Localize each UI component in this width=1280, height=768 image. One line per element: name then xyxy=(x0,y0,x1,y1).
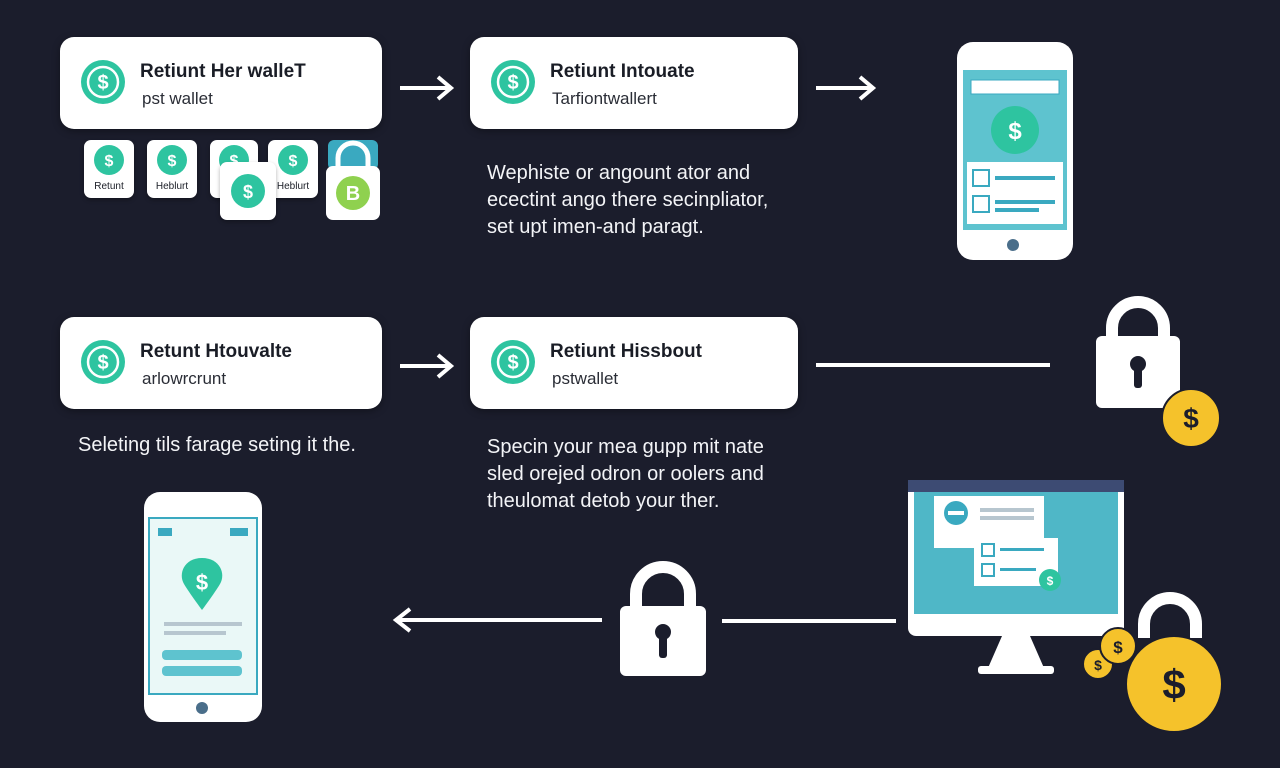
step-card-title: Retiunt Her walleT xyxy=(140,61,306,82)
svg-text:$: $ xyxy=(105,153,114,170)
arrow-left-icon xyxy=(392,607,602,633)
step-card-3: $ Retunt Htouvalte arlowrcrunt xyxy=(60,317,382,409)
arrow-right-icon xyxy=(400,75,455,101)
mini-tile-label: Retunt xyxy=(94,181,124,192)
dollar-coin-icon: $ xyxy=(81,60,125,104)
mini-tile-label: Heblurt xyxy=(155,181,189,192)
mini-tile: $ xyxy=(220,162,276,220)
description-text: Seleting tils farage seting it the. xyxy=(78,434,356,456)
padlock-icon: $ xyxy=(1096,296,1221,448)
description-text: Wephiste or angount ator and ecectint an… xyxy=(487,162,769,238)
step-card-2: $ Retiunt Intouate Tarfiontwallert xyxy=(470,37,798,129)
svg-text:$: $ xyxy=(1094,657,1102,673)
svg-text:B: B xyxy=(346,183,360,205)
dollar-coin-icon: $ xyxy=(81,340,125,384)
dollar-coin-icon: $ xyxy=(231,174,265,208)
svg-text:$: $ xyxy=(507,72,518,94)
step-card-subtitle: Tarfiontwallert xyxy=(552,89,657,108)
smartphone-icon: $ xyxy=(957,42,1073,260)
connector-line xyxy=(816,363,1050,367)
svg-text:$: $ xyxy=(507,352,518,374)
arrow-right-icon xyxy=(400,353,455,379)
step-card-subtitle: pstwallet xyxy=(552,369,619,388)
step-card-subtitle: arlowrcrunt xyxy=(142,369,227,388)
step-card-1: $ Retiunt Her walleT pst wallet xyxy=(60,37,382,129)
svg-text:$: $ xyxy=(168,153,177,170)
dollar-coin-icon: $ xyxy=(491,340,535,384)
step-card-title: Retiunt Intouate xyxy=(550,61,695,82)
step-card-title: Retunt Htouvalte xyxy=(140,341,292,362)
mini-tile: $ Retunt xyxy=(84,140,134,198)
svg-text:$: $ xyxy=(196,570,208,595)
connector-line xyxy=(722,619,896,623)
mini-tile: $ Heblurt xyxy=(268,140,318,198)
svg-text:$: $ xyxy=(230,153,239,170)
arrow-right-icon xyxy=(816,75,877,101)
svg-text:$: $ xyxy=(1047,574,1054,588)
mini-tile: $ Heblurt xyxy=(147,140,197,198)
step-card-title: Retiunt Hissbout xyxy=(550,341,702,362)
dollar-coin-icon: $ xyxy=(94,145,124,175)
svg-text:$: $ xyxy=(97,72,108,94)
description-text: Specin your mea gupp mit nate sled oreje… xyxy=(487,436,764,512)
dollar-coin-icon: $ xyxy=(278,145,308,175)
dollar-coin-icon: $ xyxy=(157,145,187,175)
smartphone-icon: $ xyxy=(144,492,262,722)
svg-text:$: $ xyxy=(97,352,108,374)
dollar-coin-icon: $ xyxy=(491,60,535,104)
svg-text:$: $ xyxy=(1162,661,1185,708)
mini-tile-label: Heblurt xyxy=(276,181,310,192)
svg-text:$: $ xyxy=(1113,638,1123,657)
step-card-subtitle: pst wallet xyxy=(142,89,213,108)
desktop-monitor-icon: $ xyxy=(908,480,1124,674)
svg-text:$: $ xyxy=(1183,403,1199,434)
padlock-icon xyxy=(620,561,706,676)
svg-text:$: $ xyxy=(289,153,298,170)
gold-coin-icon: $ $ $ xyxy=(1082,592,1223,733)
svg-text:$: $ xyxy=(1008,118,1022,145)
shield-badge-icon: B xyxy=(326,140,380,220)
svg-text:$: $ xyxy=(243,182,253,202)
step-card-4: $ Retiunt Hissbout pstwallet xyxy=(470,317,798,409)
